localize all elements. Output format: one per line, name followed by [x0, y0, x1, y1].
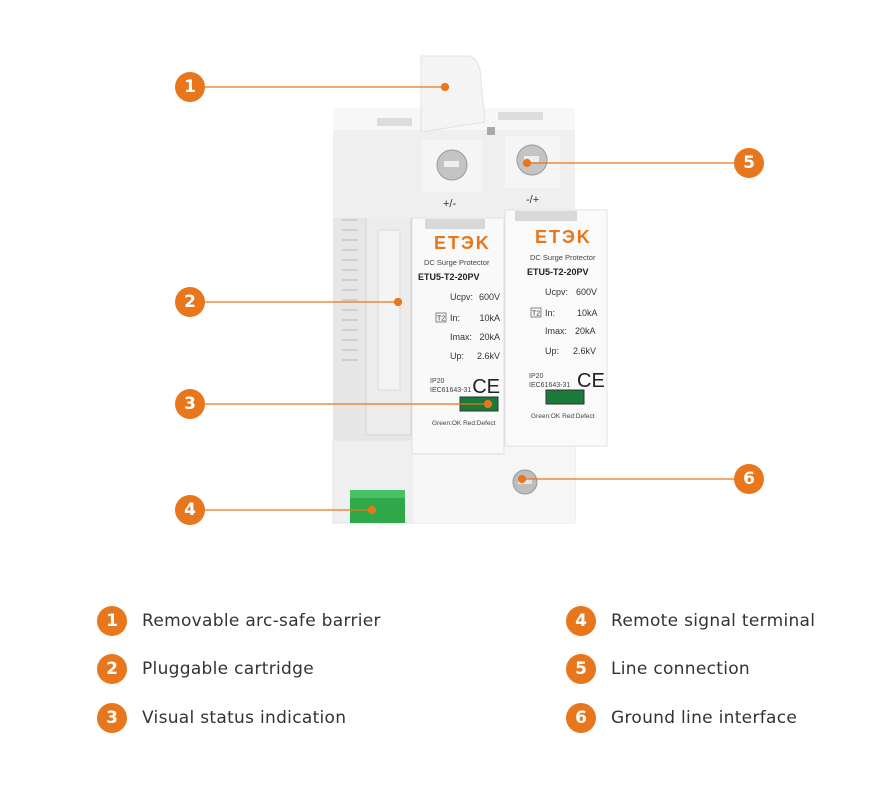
svg-text:600V: 600V: [479, 292, 500, 302]
callout-5: 5: [734, 148, 764, 178]
svg-text:T2: T2: [437, 316, 445, 323]
legend-number: 5: [566, 654, 596, 684]
svg-text:Up:: Up:: [545, 346, 559, 356]
callout-2: 2: [175, 287, 205, 317]
svg-text:10kA: 10kA: [577, 308, 598, 318]
callout-3: 3: [175, 389, 205, 419]
arc-safe-barrier: [420, 55, 486, 133]
legend-item-6: 6 Ground line interface: [566, 703, 797, 733]
legend-item-3: 3 Visual status indication: [97, 703, 346, 733]
cartridge-right: ETЭK DC Surge Protector ETU5-T2-20PV Ucp…: [504, 209, 608, 447]
svg-text:IEC61643-31: IEC61643-31: [529, 382, 570, 389]
legend-number: 3: [97, 703, 127, 733]
vent-slots: [342, 219, 358, 361]
terminal-label-left: +/-: [443, 198, 456, 210]
svg-text:Green:OK Red:Defect: Green:OK Red:Defect: [531, 413, 595, 420]
cartridge-left: ETЭK DC Surge Protector ETU5-T2-20PV Ucp…: [411, 217, 505, 455]
svg-text:IP20: IP20: [529, 373, 544, 380]
legend-number: 1: [97, 606, 127, 636]
legend-label: Remote signal terminal: [611, 611, 816, 631]
svg-text:2.6kV: 2.6kV: [477, 351, 500, 361]
legend-label: Ground line interface: [611, 708, 798, 728]
leader-lines: [205, 82, 734, 515]
callout-1: 1: [175, 72, 205, 102]
svg-text:DC Surge Protector: DC Surge Protector: [424, 258, 490, 267]
legend-label: Line connection: [611, 659, 750, 679]
callout-6: 6: [734, 464, 764, 494]
status-indicator-right: [545, 389, 585, 405]
svg-text:2.6kV: 2.6kV: [573, 346, 596, 356]
terminal-label-right: -/+: [526, 194, 539, 206]
legend-number: 2: [97, 654, 127, 684]
svg-text:Imax:: Imax:: [545, 326, 567, 336]
svg-text:Ucpv:: Ucpv:: [450, 292, 473, 302]
legend-number: 4: [566, 606, 596, 636]
svg-text:ETU5-T2-20PV: ETU5-T2-20PV: [418, 272, 480, 282]
svg-text:600V: 600V: [576, 287, 597, 297]
svg-text:IP20: IP20: [430, 378, 445, 385]
legend-item-2: 2 Pluggable cartridge: [97, 654, 314, 684]
svg-text:Up:: Up:: [450, 351, 464, 361]
legend-item-4: 4 Remote signal terminal: [566, 606, 815, 636]
surge-protector-illustration: +/- -/+ ETЭK DC Surge Protector ETU5-T2-…: [205, 55, 734, 524]
svg-text:CE: CE: [577, 370, 605, 392]
svg-text:CE: CE: [472, 376, 500, 398]
svg-text:ETЭK: ETЭK: [535, 227, 592, 247]
svg-text:In:: In:: [545, 308, 555, 318]
svg-text:T2: T2: [532, 311, 540, 318]
callout-4: 4: [175, 495, 205, 525]
svg-text:ETЭK: ETЭK: [434, 233, 491, 253]
svg-text:ETU5-T2-20PV: ETU5-T2-20PV: [527, 267, 589, 277]
legend-label: Removable arc-safe barrier: [142, 611, 381, 631]
svg-text:IEC61643-31: IEC61643-31: [430, 387, 471, 394]
svg-text:10kA: 10kA: [479, 313, 500, 323]
svg-text:Green:OK Red:Defect: Green:OK Red:Defect: [432, 420, 496, 427]
legend-item-1: 1 Removable arc-safe barrier: [97, 606, 381, 636]
legend-item-5: 5 Line connection: [566, 654, 750, 684]
svg-text:In:: In:: [450, 313, 460, 323]
legend-label: Pluggable cartridge: [142, 659, 314, 679]
legend-label: Visual status indication: [142, 708, 347, 728]
svg-text:20kA: 20kA: [479, 332, 500, 342]
svg-text:Ucpv:: Ucpv:: [545, 287, 568, 297]
svg-text:DC Surge Protector: DC Surge Protector: [530, 253, 596, 262]
legend-number: 6: [566, 703, 596, 733]
svg-text:20kA: 20kA: [575, 326, 596, 336]
svg-text:Imax:: Imax:: [450, 332, 472, 342]
